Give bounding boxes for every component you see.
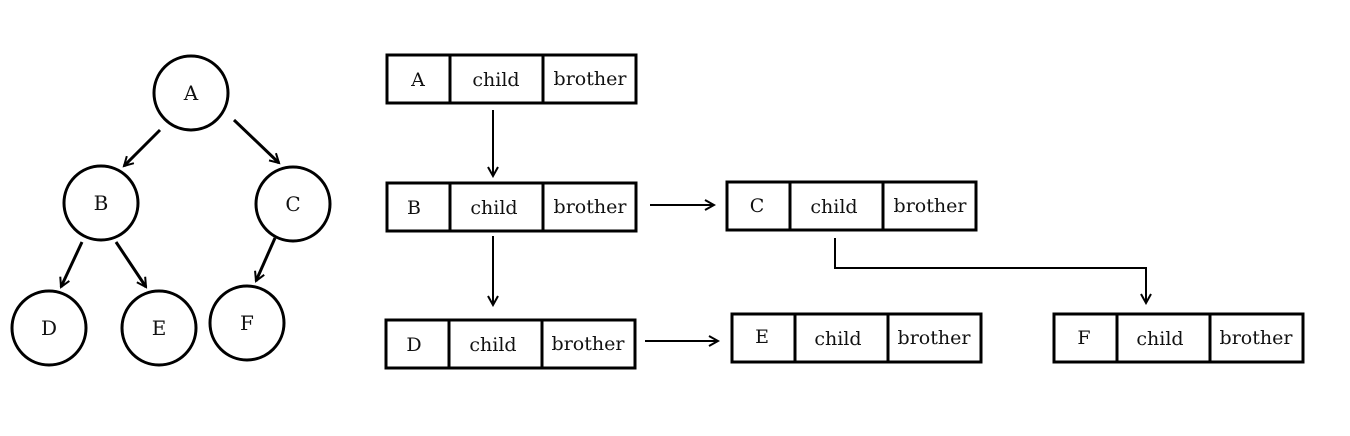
record-data-label: C: [750, 195, 765, 217]
record-data-cell: [730, 312, 797, 364]
record-brother-label: brother: [554, 68, 628, 90]
record-data-label: E: [755, 326, 769, 348]
record-child-cell: [1115, 312, 1212, 364]
tree-edge-b-d: [61, 241, 84, 287]
record-brother-label: brother: [554, 196, 628, 218]
tree-node-f: F: [208, 284, 286, 362]
record-brother-cell: [541, 181, 638, 233]
record-child-label: child: [472, 69, 519, 91]
record-f: F child brother: [1052, 312, 1305, 364]
record-data-cell: [725, 180, 792, 232]
tree-node-c: C: [254, 165, 332, 243]
tree-edge-a-c: [232, 118, 279, 163]
record-brother-label: brother: [552, 333, 626, 355]
record-child-cell: [793, 312, 890, 364]
child-brother-records: A child brother B child brother C child …: [384, 53, 1305, 370]
tree-edge-b-e: [114, 241, 148, 287]
record-child-label: child: [810, 196, 857, 218]
record-brother-cell: [1208, 312, 1305, 364]
binary-tree: A B C D E F: [10, 54, 332, 367]
record-child-label: child: [1136, 328, 1183, 350]
tree-node-label: F: [240, 311, 254, 335]
tree-node-d: D: [10, 289, 88, 367]
record-brother-cell: [881, 180, 978, 232]
record-b: B child brother: [385, 181, 638, 233]
record-data-label: F: [1077, 327, 1090, 349]
record-brother-cell: [541, 53, 638, 105]
record-e: E child brother: [730, 312, 983, 364]
record-data-cell: [1052, 312, 1119, 364]
record-child-cell: [447, 318, 544, 370]
record-data-label: D: [406, 334, 421, 356]
record-child-cell: [448, 181, 545, 233]
record-child-cell: [448, 53, 545, 105]
record-brother-cell: [540, 318, 637, 370]
record-child-label: child: [469, 334, 516, 356]
tree-node-label: C: [285, 192, 300, 216]
tree-node-b: B: [62, 164, 140, 242]
record-brother-label: brother: [894, 195, 968, 217]
tree-edges: [61, 118, 279, 287]
tree-edge-c-f: [256, 237, 277, 281]
tree-node-label: E: [152, 316, 167, 340]
record-child-label: child: [814, 328, 861, 350]
record-data-label: B: [407, 197, 421, 219]
tree-edge-a-b: [124, 128, 162, 166]
link-c-child-to-f: [834, 238, 1146, 303]
record-brother-cell: [886, 312, 983, 364]
record-brother-label: brother: [898, 327, 972, 349]
tree-node-label: B: [94, 191, 109, 215]
record-data-cell: [385, 181, 452, 233]
tree-node-a: A: [152, 54, 230, 132]
record-a: A child brother: [385, 53, 638, 105]
record-child-label: child: [470, 197, 517, 219]
tree-node-label: A: [183, 81, 199, 105]
record-data-label: A: [410, 69, 425, 91]
record-c: C child brother: [725, 180, 978, 232]
record-d: D child brother: [384, 318, 637, 370]
record-data-cell: [385, 53, 452, 105]
record-brother-label: brother: [1220, 327, 1294, 349]
tree-node-label: D: [41, 316, 57, 340]
record-child-cell: [788, 180, 885, 232]
tree-node-e: E: [120, 289, 198, 367]
pointer-links: [493, 110, 1146, 341]
